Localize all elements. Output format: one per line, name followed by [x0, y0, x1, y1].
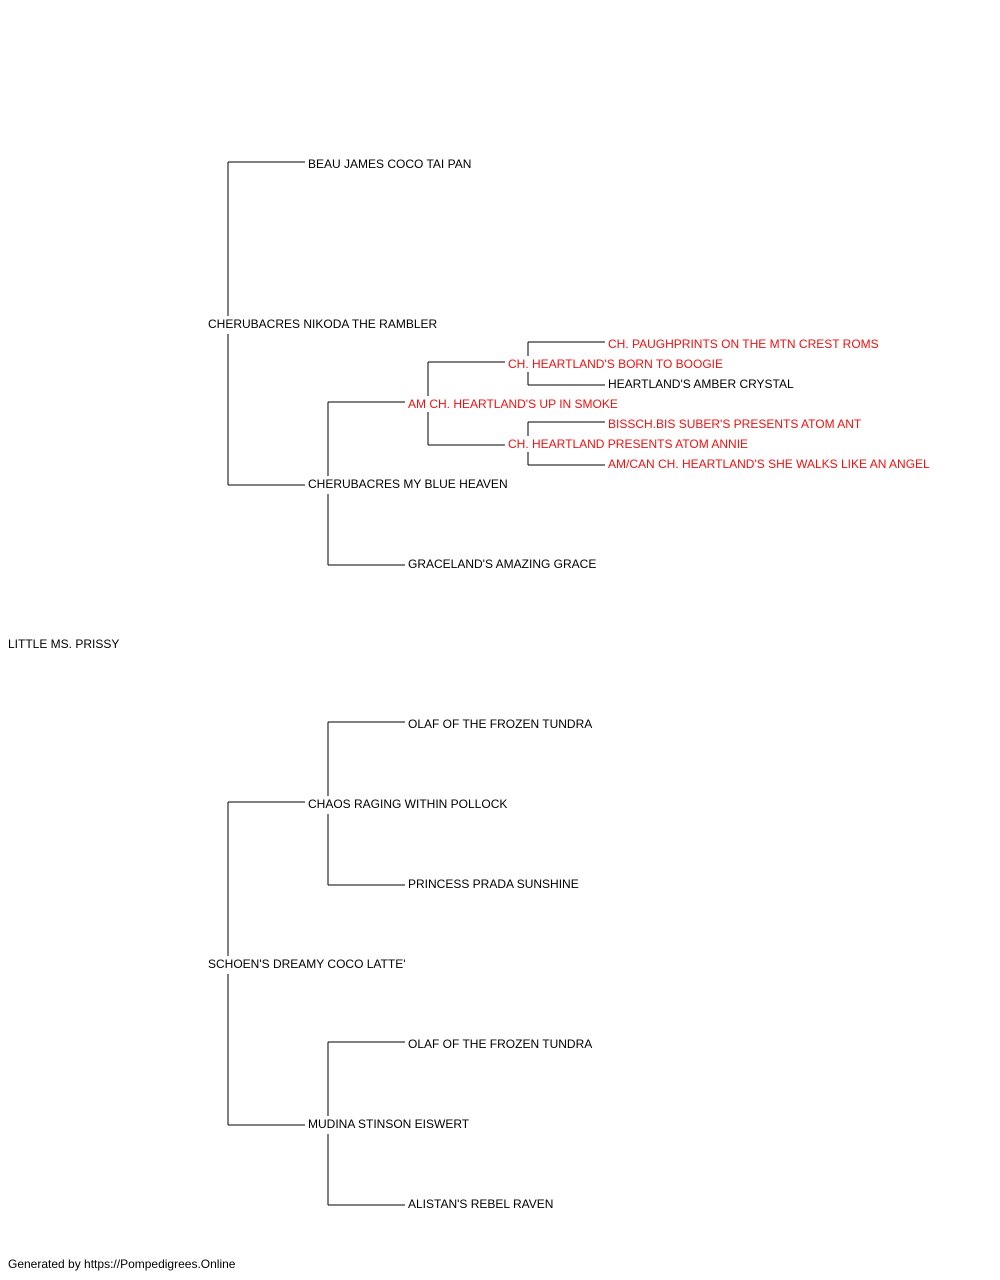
sire-dam-dam-name: GRACELAND'S AMAZING GRACE — [408, 557, 599, 571]
sire-name: CHERUBACRES NIKODA THE RAMBLER — [208, 317, 440, 331]
dam-dam-dam-name: ALISTAN'S REBEL RAVEN — [408, 1197, 556, 1211]
sire-sire-name: BEAU JAMES COCO TAI PAN — [308, 157, 474, 171]
sire-dam-sire-dam-dam-name: AM/CAN CH. HEARTLAND'S SHE WALKS LIKE AN… — [608, 457, 932, 471]
dam-dam-sire-name: OLAF OF THE FROZEN TUNDRA — [408, 1037, 595, 1051]
dam-name: SCHOEN'S DREAMY COCO LATTE' — [208, 957, 408, 971]
sire-dam-sire-sire-dam-name: HEARTLAND'S AMBER CRYSTAL — [608, 377, 796, 391]
sire-dam-name: CHERUBACRES MY BLUE HEAVEN — [308, 477, 510, 491]
dam-sire-sire-name: OLAF OF THE FROZEN TUNDRA — [408, 717, 595, 731]
dam-sire-dam-name: PRINCESS PRADA SUNSHINE — [408, 877, 581, 891]
sire-dam-sire-name: AM CH. HEARTLAND'S UP IN SMOKE — [408, 397, 620, 411]
subject-name: LITTLE MS. PRISSY — [8, 637, 122, 651]
generated-by-footer: Generated by https://Pompedigrees.Online — [8, 1257, 236, 1271]
sire-dam-sire-sire-sire-name: CH. PAUGHPRINTS ON THE MTN CREST ROMS — [608, 337, 881, 351]
sire-dam-sire-dam-sire-name: BISSCH.BIS SUBER'S PRESENTS ATOM ANT — [608, 417, 864, 431]
sire-dam-sire-sire-name: CH. HEARTLAND'S BORN TO BOOGIE — [508, 357, 726, 371]
dam-dam-name: MUDINA STINSON EISWERT — [308, 1117, 472, 1131]
dam-sire-name: CHAOS RAGING WITHIN POLLOCK — [308, 797, 510, 811]
sire-dam-sire-dam-name: CH. HEARTLAND PRESENTS ATOM ANNIE — [508, 437, 751, 451]
